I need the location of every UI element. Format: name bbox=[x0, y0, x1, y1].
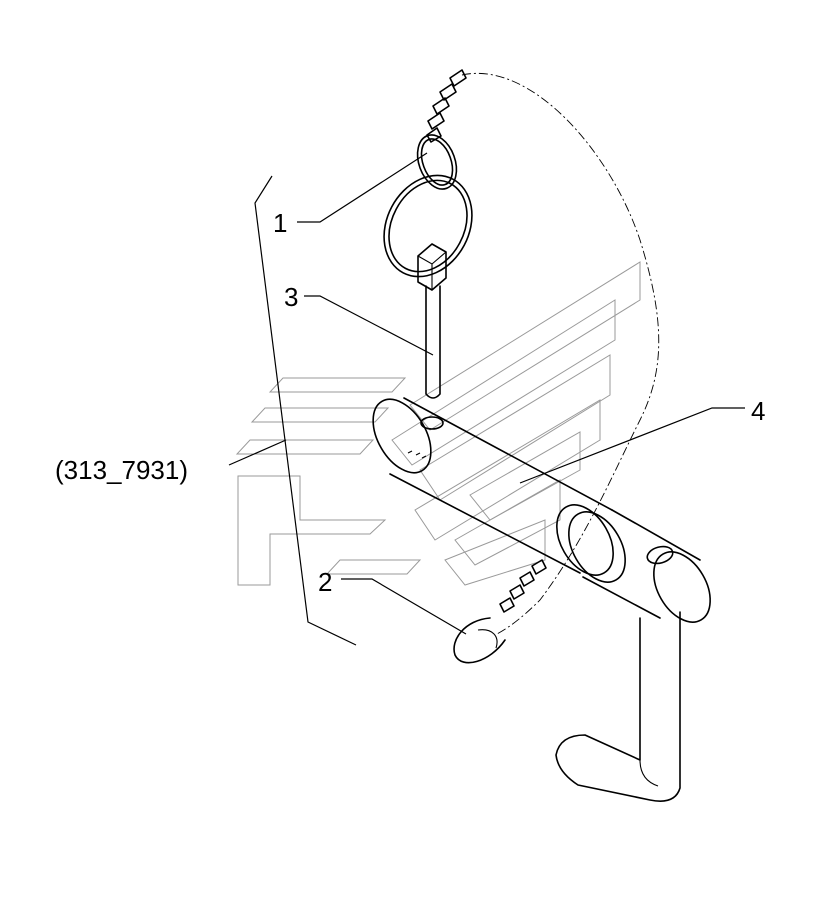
pin-handle bbox=[555, 611, 681, 802]
callout-1: 1 bbox=[273, 208, 287, 238]
watermark-logo bbox=[235, 261, 641, 586]
leader-2 bbox=[341, 578, 467, 635]
group-bracket bbox=[254, 175, 357, 646]
leader-4 bbox=[519, 407, 745, 484]
retaining-pin bbox=[417, 243, 447, 399]
pull-ring bbox=[383, 174, 473, 278]
callout-2: 2 bbox=[318, 567, 332, 597]
chain-assembly bbox=[416, 69, 467, 190]
leader-1 bbox=[297, 152, 428, 223]
callout-3: 3 bbox=[284, 282, 298, 312]
tether-outline bbox=[461, 72, 660, 636]
main-pin-body bbox=[372, 397, 711, 623]
group-reference-label: (313_7931) bbox=[55, 455, 188, 485]
callout-4: 4 bbox=[751, 396, 765, 426]
r-clip-assembly bbox=[453, 559, 547, 664]
leader-group bbox=[228, 439, 287, 466]
leader-3 bbox=[304, 295, 434, 356]
